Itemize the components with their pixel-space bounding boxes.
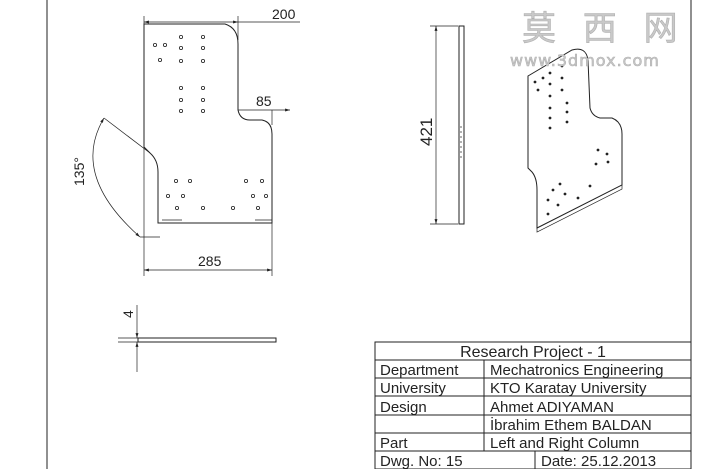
edge-view-outline <box>137 337 277 343</box>
angle-ref-line <box>103 117 151 154</box>
front-view: 200 85 285 135° <box>71 6 300 276</box>
edge-view: 4 <box>118 305 277 372</box>
dim-angle-135: 135° <box>71 157 87 186</box>
value-part: Left and Right Column <box>490 435 639 452</box>
dim-200: 200 <box>272 6 296 22</box>
iso-outline <box>527 48 623 229</box>
dim-4: 4 <box>120 310 136 318</box>
side-view-outline <box>458 25 465 225</box>
side-view: 421 <box>417 25 465 225</box>
hole-pattern <box>152 35 268 210</box>
iso-edge-thickness <box>536 185 623 233</box>
label-design: Design <box>380 399 427 416</box>
value-department: Mechatronics Engineering <box>490 362 663 379</box>
angle-arc <box>92 117 141 238</box>
isometric-view <box>527 48 623 233</box>
iso-hole-pattern <box>533 64 610 216</box>
value-university: KTO Karatay University <box>490 380 647 397</box>
front-view-outline <box>143 23 273 224</box>
value-designer-2: İbrahim Ethem BALDAN <box>490 416 652 434</box>
drawing-date: Date: 25.12.2013 <box>541 453 656 469</box>
watermark-cn: 莫 西 网 <box>522 9 686 49</box>
label-department: Department <box>380 362 459 379</box>
dwg-number: Dwg. No: 15 <box>380 453 463 469</box>
dim-285: 285 <box>198 253 222 269</box>
watermark-url: www.3dmox.com <box>510 51 660 70</box>
label-university: University <box>380 380 446 397</box>
label-part: Part <box>380 435 408 452</box>
value-designer-1: Ahmet ADIYAMAN <box>490 399 614 416</box>
title-block: Research Project - 1 Department Mechatro… <box>374 341 692 470</box>
dim-85: 85 <box>256 93 272 109</box>
dim-421: 421 <box>417 118 436 146</box>
watermark: 莫 西 网 www.3dmox.com <box>510 9 686 71</box>
title-block-title: Research Project - 1 <box>460 344 606 361</box>
